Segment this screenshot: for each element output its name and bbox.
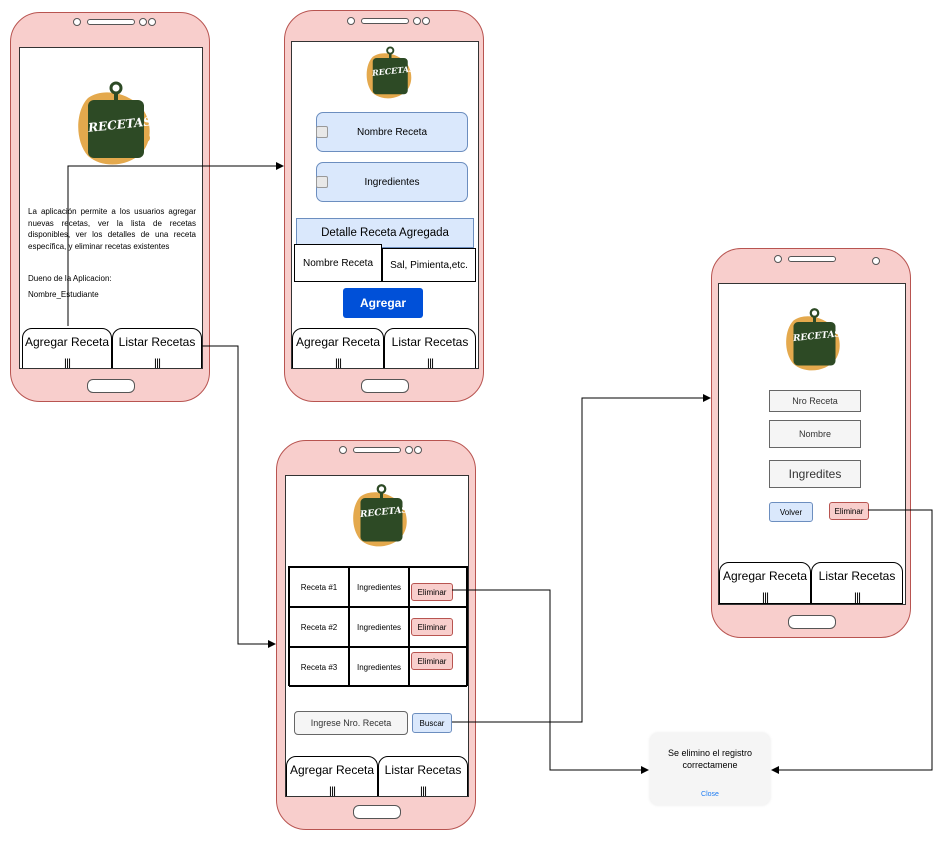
agregar-button[interactable]: Agregar	[343, 288, 423, 318]
recetas-logo: RECETAS	[783, 300, 843, 380]
eliminar-button-1[interactable]: Eliminar	[411, 583, 453, 601]
table-cell-ingredients: Ingredientes	[349, 567, 409, 607]
tab-listar-recetas[interactable]: Listar Recetas |||	[378, 756, 468, 797]
table-cell-name: Receta #1	[289, 567, 349, 607]
ingredientes-field: Ingredites	[769, 460, 861, 488]
tab-listar-recetas[interactable]: Listar Recetas |||	[112, 328, 202, 369]
search-input[interactable]: Ingrese Nro. Receta	[294, 711, 408, 735]
recipe-table: Receta #1 Ingredientes Receta #2 Ingredi…	[288, 566, 468, 687]
menu-bars-icon: |||	[153, 356, 161, 369]
table-cell-name: Receta #2	[289, 607, 349, 647]
app-description: La aplicación permite a los usuarios agr…	[28, 207, 196, 251]
table-cell-ingredients: Ingredientes	[349, 607, 409, 647]
menu-bars-icon: |||	[419, 784, 427, 797]
eliminar-button-3[interactable]: Eliminar	[411, 652, 453, 670]
nombre-receta-input[interactable]: Nombre Receta	[316, 112, 468, 152]
screen-listar: RECETAS Receta #1 Ingredientes Receta #2…	[285, 475, 469, 797]
tab-listar-recetas[interactable]: Listar Recetas |||	[811, 562, 903, 604]
screen-detalle: RECETAS Nro Receta Nombre Ingredites Vol…	[718, 283, 906, 605]
sensor	[405, 446, 413, 454]
sensor	[148, 18, 156, 26]
toast-message: Se elimino el registro correctamene	[667, 748, 753, 770]
menu-bars-icon: |||	[853, 590, 861, 604]
nro-receta-field: Nro Receta	[769, 390, 861, 412]
sensor	[413, 17, 421, 25]
slider-knob	[316, 176, 328, 188]
edge-home-to-listar	[202, 345, 276, 648]
phone-agregar: RECETAS Nombre Receta Ingredientes Detal…	[284, 10, 484, 402]
phone-listar: RECETAS Receta #1 Ingredientes Receta #2…	[276, 440, 476, 830]
eliminar-button-2[interactable]: Eliminar	[411, 618, 453, 636]
home-button[interactable]	[361, 379, 409, 393]
tab-agregar-receta[interactable]: Agregar Receta |||	[292, 328, 384, 369]
screen-agregar: RECETAS Nombre Receta Ingredientes Detal…	[291, 41, 479, 369]
ingredientes-input[interactable]: Ingredientes	[316, 162, 468, 202]
tab-agregar-receta[interactable]: Agregar Receta |||	[719, 562, 811, 604]
table-cell-name: Receta #3	[289, 647, 349, 687]
camera	[347, 17, 355, 25]
speaker	[788, 256, 836, 262]
tab-agregar-receta[interactable]: Agregar Receta |||	[22, 328, 112, 369]
phone-home: RECETAS La aplicación permite a los usua…	[10, 12, 210, 402]
speaker	[353, 447, 401, 453]
home-button[interactable]	[353, 805, 401, 819]
screen-home: RECETAS La aplicación permite a los usua…	[19, 47, 203, 369]
table-cell-action	[409, 567, 467, 607]
nombre-field: Nombre	[769, 420, 861, 448]
camera	[339, 446, 347, 454]
detail-header: Detalle Receta Agregada	[296, 218, 474, 248]
table-cell-action	[409, 607, 467, 647]
edge-home-to-agregar	[67, 162, 284, 326]
eliminar-button[interactable]: Eliminar	[829, 502, 869, 520]
tab-agregar-receta[interactable]: Agregar Receta |||	[286, 756, 378, 797]
detail-ingredients-cell: Sal, Pimienta,etc.	[382, 248, 476, 282]
sensor	[414, 446, 422, 454]
menu-bars-icon: |||	[334, 356, 342, 369]
speaker	[361, 18, 409, 24]
edge-buscar-to-detalle	[452, 394, 711, 723]
recetas-logo: RECETAS	[364, 42, 415, 104]
home-button[interactable]	[87, 379, 135, 393]
camera	[73, 18, 81, 26]
menu-bars-icon: |||	[328, 784, 336, 797]
table-cell-ingredients: Ingredientes	[349, 647, 409, 687]
slider-knob	[316, 126, 328, 138]
sensor	[139, 18, 147, 26]
volver-button[interactable]: Volver	[769, 502, 813, 522]
owner-name: Nombre_Estudiante	[28, 290, 99, 299]
camera	[774, 255, 782, 263]
buscar-button[interactable]: Buscar	[412, 713, 452, 733]
toast-dialog: Se elimino el registro correctamene Clos…	[650, 733, 770, 805]
edge-detalle-eliminar-to-toast	[771, 509, 933, 774]
speaker	[87, 19, 135, 25]
toast-close-button[interactable]: Close	[701, 791, 719, 798]
detail-name-cell: Nombre Receta	[294, 244, 382, 282]
sensor	[872, 257, 880, 265]
recetas-logo: RECETAS	[74, 78, 154, 170]
edge-eliminar-to-toast	[452, 589, 649, 774]
owner-label: Dueno de la Aplicacion:	[28, 274, 112, 283]
phone-detalle: RECETAS Nro Receta Nombre Ingredites Vol…	[711, 248, 911, 638]
recetas-logo: RECETAS	[350, 476, 410, 556]
menu-bars-icon: |||	[63, 356, 71, 369]
table-cell-action	[409, 647, 467, 687]
sensor	[422, 17, 430, 25]
tab-listar-recetas[interactable]: Listar Recetas |||	[384, 328, 476, 369]
menu-bars-icon: |||	[761, 590, 769, 604]
menu-bars-icon: |||	[426, 356, 434, 369]
home-button[interactable]	[788, 615, 836, 629]
